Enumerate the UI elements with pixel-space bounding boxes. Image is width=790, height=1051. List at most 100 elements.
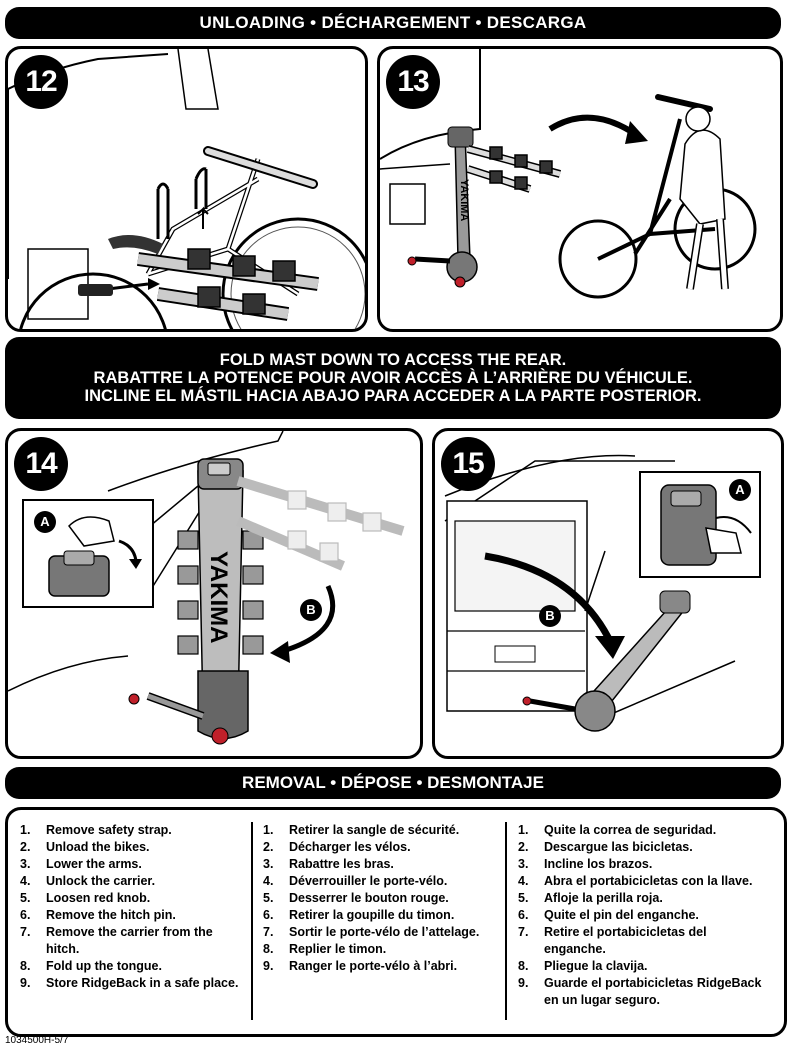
removal-header: REMOVAL • DÉPOSE • DESMONTAJE — [5, 767, 781, 799]
step-text: Rabattre les bras. — [289, 857, 394, 871]
step-14-panel: 14 A YAKIMA — [5, 428, 423, 759]
fold-mast-illustration: YAKIMA — [8, 431, 405, 745]
step-number: 3. — [20, 857, 31, 871]
list-item: 5. Desserrer le bouton rouge. — [263, 890, 488, 907]
step-text: Remove the hitch pin. — [46, 908, 176, 922]
fold-mast-text-es: INCLINE EL MÁSTIL HACIA ABAJO PARA ACCED… — [84, 387, 702, 405]
step-number: 8. — [20, 959, 31, 973]
remove-strap-illustration — [8, 49, 365, 329]
step-number: 8. — [263, 942, 274, 956]
rack-logo: YAKIMA — [458, 179, 470, 221]
document-code: 1034500H-5/7 — [5, 1035, 69, 1046]
list-item: 4. Déverrouiller le porte-vélo. — [263, 873, 488, 890]
step-12-panel: 12 — [5, 46, 368, 332]
step-text: Descargue las bicicletas. — [544, 840, 693, 854]
step-number: 8. — [518, 959, 529, 973]
fold-mast-text-fr: RABATTRE LA POTENCE POUR AVOIR ACCÈS À L… — [93, 369, 693, 387]
step-text: Unload the bikes. — [46, 840, 150, 854]
step-number: 2. — [518, 840, 529, 854]
step-number: 6. — [20, 908, 31, 922]
step-text: Retire el portabicicletas del enganche. — [544, 925, 707, 956]
step-number: 6. — [518, 908, 529, 922]
step-text: Abra el portabicicletas con la llave. — [544, 874, 753, 888]
removal-instructions: 1.Remove safety strap.2.Unload the bikes… — [5, 807, 787, 1037]
list-item: 5. Afloje la perilla roja. — [518, 890, 768, 907]
list-item: 6. Remove the hitch pin. — [20, 907, 245, 924]
list-item: 4. Abra el portabicicletas con la llave. — [518, 873, 768, 890]
rack-logo-large: YAKIMA — [205, 551, 232, 643]
step-text: Sortir le porte-vélo de l’attelage. — [289, 925, 480, 939]
list-item: 9. Store RidgeBack in a safe place. — [20, 975, 245, 992]
step-text: Retirer la sangle de sécurité. — [289, 823, 460, 837]
list-item: 8. Pliegue la clavija. — [518, 958, 768, 975]
callout-b-15: B — [539, 605, 561, 627]
step-text: Afloje la perilla roja. — [544, 891, 663, 905]
list-item: 7. Sortir le porte-vélo de l’attelage. — [263, 924, 488, 941]
step-text: Remove safety strap. — [46, 823, 172, 837]
step-text: Quite la correa de seguridad. — [544, 823, 717, 837]
french-steps: 1.Retirer la sangle de sécurité.2. Déchar… — [263, 822, 488, 975]
callout-b: B — [300, 599, 322, 621]
step-number: 4. — [518, 874, 529, 888]
list-item: 7.Remove the carrier from the hitch. — [20, 924, 245, 958]
list-item: 7. Retire el portabicicletas del enganche… — [518, 924, 768, 958]
step-text: Remove the carrier from the hitch. — [46, 925, 213, 956]
step-number-14: 14 — [14, 437, 68, 491]
step-text: Replier le timon. — [289, 942, 387, 956]
step-number: 5. — [518, 891, 529, 905]
step-number: 1. — [518, 823, 529, 837]
list-item: 6. Quite el pin del enganche. — [518, 907, 768, 924]
step-number-12: 12 — [14, 55, 68, 109]
step-text: Décharger les vélos. — [289, 840, 411, 854]
list-item: 1.Retirer la sangle de sécurité. — [263, 822, 488, 839]
list-item: 8.Fold up the tongue. — [20, 958, 245, 975]
step-text: Retirer la goupille du timon. — [289, 908, 455, 922]
column-divider — [505, 822, 507, 1020]
step-text: Lower the arms. — [46, 857, 142, 871]
step-text: Déverrouiller le porte-vélo. — [289, 874, 448, 888]
step-number: 9. — [20, 976, 31, 990]
list-item: 1. Quite la correa de seguridad. — [518, 822, 768, 839]
list-item: 3. Lower the arms. — [20, 856, 245, 873]
callout-a: A — [34, 511, 56, 533]
list-item: 1.Remove safety strap. — [20, 822, 245, 839]
english-steps: 1.Remove safety strap.2. Unload the bikes… — [20, 822, 245, 992]
step-number: 7. — [518, 925, 529, 939]
callout-a-15: A — [729, 479, 751, 501]
step-text: Loosen red knob. — [46, 891, 151, 905]
fold-mast-header: FOLD MAST DOWN TO ACCESS THE REAR. RABAT… — [5, 337, 781, 419]
list-item: 9. Guarde el portabicicletas RidgeBack en… — [518, 975, 768, 1009]
step-text: Ranger le porte-vélo à l’abri. — [289, 959, 458, 973]
step-number: 2. — [20, 840, 31, 854]
list-item: 2. Décharger les vélos. — [263, 839, 488, 856]
step-text: Guarde el portabicicletas RidgeBack en u… — [544, 976, 762, 1007]
step-text: Desserrer le bouton rouge. — [289, 891, 449, 905]
step-text: Store RidgeBack in a safe place. — [46, 976, 239, 990]
unload-bike-illustration: YAKIMA — [380, 49, 757, 299]
step-number: 5. — [20, 891, 31, 905]
spanish-steps: 1. Quite la correa de seguridad. 2. Descarg… — [518, 822, 768, 1009]
step-number: 9. — [518, 976, 529, 990]
step-text: Quite el pin del enganche. — [544, 908, 699, 922]
step-13-panel: 13 YAKIMA — [377, 46, 783, 332]
column-divider — [251, 822, 253, 1020]
list-item: 2. Descargue las bicicletas. — [518, 839, 768, 856]
step-number: 7. — [263, 925, 274, 939]
list-item: 5. Loosen red knob. — [20, 890, 245, 907]
step-number: 9. — [263, 959, 274, 973]
list-item: 6.Retirer la goupille du timon. — [263, 907, 488, 924]
step-text: Pliegue la clavija. — [544, 959, 648, 973]
step-number: 4. — [263, 874, 274, 888]
list-item: 8. Replier le timon. — [263, 941, 488, 958]
step-number: 3. — [263, 857, 274, 871]
step-number: 5. — [263, 891, 274, 905]
list-item: 3.Incline los brazos. — [518, 856, 768, 873]
step-number-13: 13 — [386, 55, 440, 109]
step-number: 2. — [263, 840, 274, 854]
lower-carrier-illustration — [444, 454, 736, 732]
unloading-header: UNLOADING • DÉCHARGEMENT • DESCARGA — [5, 7, 781, 39]
step-number: 4. — [20, 874, 31, 888]
step-15-panel: 15 A B — [432, 428, 784, 759]
step-text: Unlock the carrier. — [46, 874, 156, 888]
list-item: 9. Ranger le porte-vélo à l’abri. — [263, 958, 488, 975]
